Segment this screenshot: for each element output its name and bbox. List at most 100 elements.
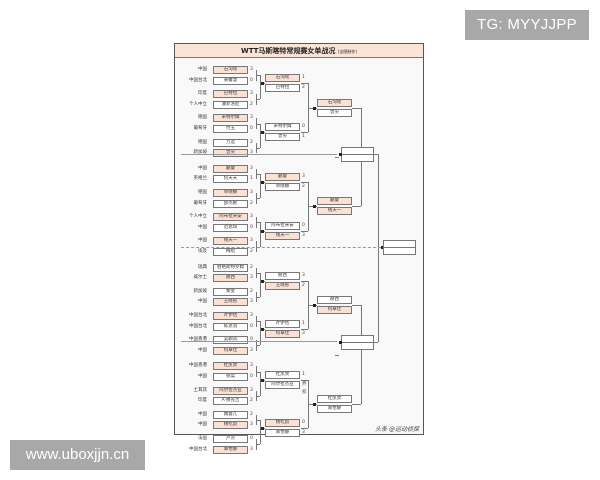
player-slot-quarterfinal[interactable]: 郑怡静 [317,404,352,413]
player-score: 3 [250,165,253,171]
player-country: 新加坡 [193,150,208,156]
player-slot-round2[interactable]: 阿尔拉杰亚 [265,380,300,389]
player-slot-semifinal[interactable] [341,342,374,350]
connector [256,371,260,373]
player-slot-round1[interactable]: A·穆克吉 [213,397,248,406]
player-score: 0 [250,323,253,329]
player-slot-round1[interactable]: 何天天 [213,175,248,184]
player-score: 0 [302,123,305,129]
player-score: 1 [302,371,305,377]
player-country: 个人中立 [189,101,207,107]
player-slot-round2[interactable]: 巴特拉 [265,84,300,93]
player-slot-round1[interactable]: 万远 [213,138,248,147]
player-country: 个人中立 [189,214,207,220]
player-slot-quarterfinal[interactable]: 曾尖 [317,108,352,117]
player-slot-final[interactable] [383,247,416,255]
connector [335,354,339,356]
player-slot-round1[interactable]: 蒯曼 [213,164,248,173]
connector [256,174,260,176]
player-score: 2 [250,248,253,254]
player-slot-round1[interactable]: 梅绍 [213,247,248,256]
player-slot-quarterfinal[interactable]: 杜凯琹 [317,394,352,403]
player-country: 中国 [198,238,207,244]
player-slot-round2[interactable]: 杜凯琹 [265,370,300,379]
player-slot-round1[interactable]: 吴颖岚 [213,336,248,345]
player-slot-quarterfinal[interactable]: 蒯曼 [317,197,352,206]
player-slot-round1[interactable]: 范思琦 [213,223,248,232]
player-score: 1 [302,133,305,139]
player-slot-round2[interactable]: 王晓彤 [265,281,300,290]
player-slot-round1[interactable]: 巴特拉 [213,90,248,99]
player-slot-round1[interactable]: 邵杰妮 [213,199,248,208]
player-slot-round2[interactable]: 叶伊恬 [265,320,300,329]
player-slot-round1[interactable]: 郑怡静 [213,445,248,454]
player-slot-round2[interactable]: 米特尔姆 [265,122,300,131]
player-slot-round2[interactable]: 单晓娜 [265,183,300,192]
player-slot-quarterfinal[interactable]: 钱天一 [317,207,352,216]
title-text: WTT马斯喀特常规赛女单战况 [241,47,336,55]
player-slot-round1[interactable]: 叶伊恬 [213,312,248,320]
player-slot-round1[interactable]: 阿布拉米安 [213,213,248,222]
connector [260,222,261,247]
connector [301,230,308,232]
player-slot-round1[interactable]: 何卓佳 [213,346,248,355]
player-score: 0 [250,436,253,441]
connector [301,131,308,133]
player-slot-round2[interactable]: 石洵瑶 [265,74,300,83]
player-slot-round2[interactable]: 曾尖 [265,132,300,141]
player-slot-round1[interactable]: 杜凯琹 [213,362,248,371]
player-slot-round1[interactable]: 付玉 [213,124,248,133]
player-slot-round1[interactable]: 石洵瑶 [213,66,248,74]
player-slot-quarterfinal[interactable]: 石洵瑶 [317,98,352,107]
player-slot-round2[interactable]: 何卓佳 [265,330,300,339]
player-slot-round1[interactable]: 阿尔拉杰亚 [213,386,248,395]
player-slot-round1[interactable]: 伯格斯特罗姆 [213,263,248,272]
player-slot-round1[interactable]: 单晓娜 [213,189,248,197]
player-slot-round2[interactable]: 赫西 [265,271,300,280]
player-slot-round2[interactable]: 郑怡静 [265,429,300,438]
player-score: 1 [250,176,253,182]
connector [256,395,260,397]
player-slot-quarterfinal[interactable]: 赫西 [317,296,352,305]
player-slot-semifinal[interactable] [341,154,374,162]
player-slot-round1[interactable]: 黄馨慧 [213,76,248,85]
player-slot-round1[interactable]: 黎雯 [213,287,248,296]
player-score: 3 [250,313,253,318]
player-slot-round1[interactable]: 王晓彤 [213,298,248,307]
connector [301,379,308,381]
player-slot-round2[interactable]: 阿布拉米安 [265,221,300,230]
connector-arrow-icon [381,246,384,249]
title-note: (全图制作) [337,49,357,54]
player-score: 0 [302,420,305,426]
player-country: 印度 [198,91,207,97]
player-score: 2 [250,411,253,417]
connector [256,272,260,274]
connector [260,174,261,199]
player-score: 0 [302,222,305,228]
player-slot-round1[interactable]: 米特尔姆 [213,114,248,123]
connector [301,280,308,282]
connector [378,154,379,342]
player-slot-round1[interactable]: 曾尖 [213,149,248,158]
player-slot-quarterfinal[interactable]: 何卓佳 [317,306,352,315]
player-slot-round1[interactable]: 徐奕 [213,372,248,381]
player-slot-round1[interactable]: 陈思羽 [213,322,248,331]
player-slot-round2[interactable]: 蒯曼 [265,173,300,182]
player-slot-round1[interactable]: 潘菲洛娃 [213,100,248,109]
player-slot-round2[interactable]: 杨屹韵 [265,419,300,428]
player-slot-round1[interactable]: 魏曼儿 [213,410,248,419]
player-slot-round1[interactable]: 钱天一 [213,237,248,246]
player-slot-round1[interactable]: 卢茨 [213,435,248,443]
connector [308,305,317,307]
connector-arrow-icon [261,328,264,332]
player-slot-round2[interactable]: 钱天一 [265,231,300,240]
connector [301,83,308,85]
connector-arrow-icon [261,279,264,283]
player-slot-round1[interactable]: 杨屹韵 [213,421,248,430]
connector [256,444,260,446]
player-score: 弃权 [302,381,307,395]
player-slot-round1[interactable]: 赫西 [213,274,248,283]
connector [260,123,261,148]
watermark-url: www.uboxjjn.cn [10,440,145,470]
